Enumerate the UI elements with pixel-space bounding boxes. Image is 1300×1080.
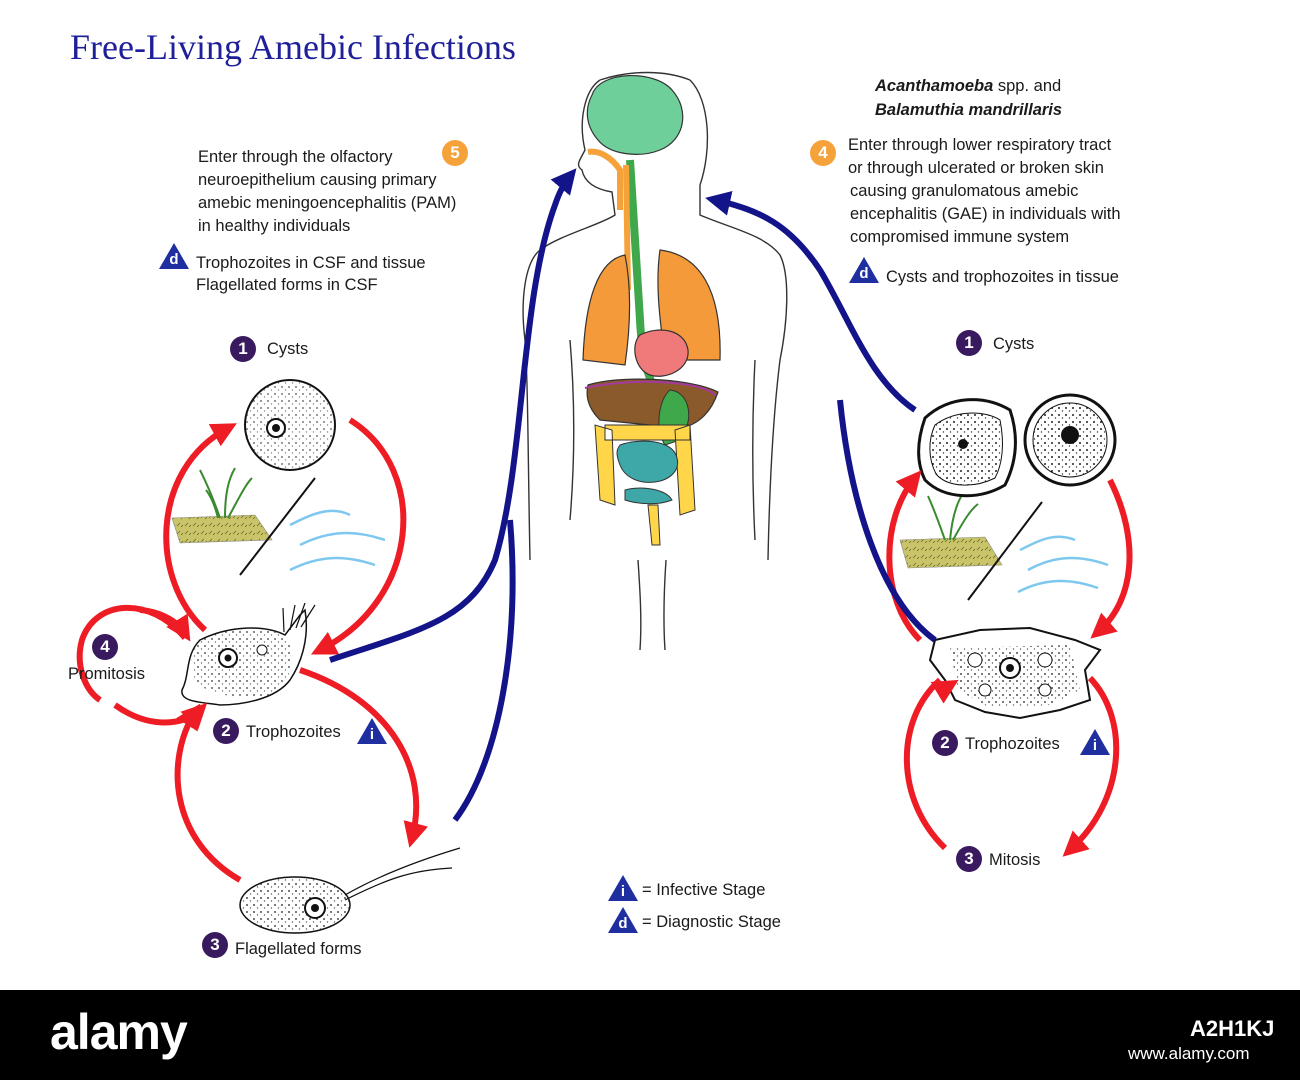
heart [634,329,689,377]
right-trophozoites-label: Trophozoites [965,735,1060,753]
step5-diagnostic-marker: d [158,242,190,270]
step5-line-2: neuroepithelium causing primary [198,171,437,189]
left-flagellated-label: Flagellated forms [235,940,362,958]
species-line-2: Balamuthia mandrillaris [875,101,1063,119]
step4-right-badge: 4 [810,140,836,166]
step4-line-1: Enter through lower respiratory tract [848,136,1112,154]
step4-line-2: or through ulcerated or broken skin [848,159,1104,177]
step5-diag-line-2: Flagellated forms in CSF [196,276,378,294]
left-flagellate [239,847,461,934]
page-title: Free-Living Amebic Infections [70,27,516,67]
step5-line-4: in healthy individuals [198,217,351,235]
legend-diagnostic-marker: d [607,906,639,934]
right-cyst-wrinkled [917,398,1017,498]
step4-line-3: causing granulomatous amebic [850,182,1079,200]
rectum [647,504,661,546]
right-cysts-label: Cysts [993,335,1035,353]
organs [582,74,721,546]
step4-diagnostic-marker: d [848,256,880,284]
left-promitosis-label: Promitosis [68,665,146,683]
alamy-logo: alamy [50,1004,188,1060]
left-cyst [244,379,336,471]
small-intestine [616,440,678,483]
blue-arrows [329,168,937,822]
left-environment [171,467,386,576]
left-lung [582,254,631,366]
left-cysts-badge: 1 [230,336,256,362]
step5-diag-line-1: Trophozoites in CSF and tissue [196,254,426,272]
step4-line-4: encephalitis (GAE) in individuals with [850,205,1121,223]
right-trophozoites-badge: 2 [932,730,958,756]
step4-diag-text: Cysts and trophozoites in tissue [886,268,1119,286]
left-trophozoites-badge: 2 [213,718,239,744]
human-body [522,71,788,651]
step4-line-5: compromised immune system [850,228,1070,246]
right-trophozoite [928,626,1102,720]
large-intestine [594,424,696,516]
left-flagellated-badge: 3 [202,932,228,958]
watermark-footer: alamy A2H1KJ www.alamy.com [0,990,1300,1080]
right-cysts-badge: 1 [956,330,982,356]
step5-badge: 5 [442,140,468,166]
left-cysts-label: Cysts [267,340,309,358]
legend-infective-text: = Infective Stage [642,881,766,899]
diagram-graphics [76,71,1133,934]
step5-line-3: amebic meningoencephalitis (PAM) [198,194,457,212]
left-trophozoite [181,602,316,706]
legend-diagnostic-text: = Diagnostic Stage [642,913,781,931]
right-cyst-round [1023,393,1117,487]
left-promitosis-badge: 4 [92,634,118,660]
left-trophozoites-label: Trophozoites [246,723,341,741]
step5-line-1: Enter through the olfactory [198,148,393,166]
left-infective-marker: i [356,717,388,745]
right-infective-marker: i [1079,728,1111,756]
species-line-1: Acanthamoeba spp. and [875,77,1062,95]
image-code: A2H1KJ [1190,1016,1275,1041]
right-red-arrows [886,470,1133,857]
right-mitosis-label: Mitosis [989,851,1041,869]
right-environment [899,494,1109,601]
legend-infective-marker: i [607,874,639,902]
site-url: www.alamy.com [1128,1044,1250,1063]
right-mitosis-badge: 3 [956,846,982,872]
brain [586,74,684,155]
left-red-arrows [76,417,429,883]
life-cycle-diagram: Free-Living Amebic Infections Acanthamoe… [68,27,1133,958]
